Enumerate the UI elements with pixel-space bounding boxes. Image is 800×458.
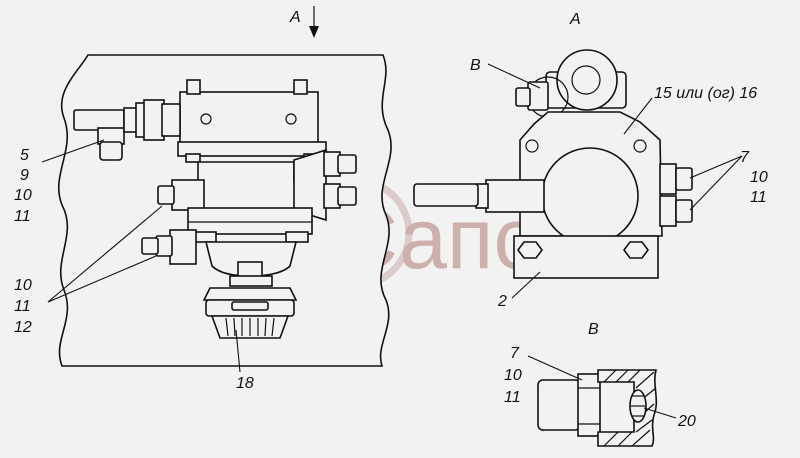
callout-9: 9	[20, 167, 29, 184]
callout-11c: 11	[750, 189, 767, 206]
view-b-title: B	[588, 321, 599, 338]
right-port-block	[293, 148, 327, 222]
callout-10a: 10	[14, 187, 32, 204]
callout-7b: 7	[510, 345, 520, 362]
callout-11d: 11	[504, 389, 521, 406]
callout-18: 18	[236, 375, 254, 392]
view-arrow-a: A	[289, 6, 319, 38]
view-a-left-port	[485, 179, 545, 213]
callout-15-16: 15 или (ог) 16	[654, 85, 757, 102]
callout-11a: 11	[14, 208, 31, 225]
main-view: A	[14, 6, 392, 392]
callout-10d: 10	[504, 367, 522, 384]
callout-10c: 10	[750, 169, 768, 186]
callout-5: 5	[20, 147, 29, 164]
callout-10b: 10	[14, 277, 32, 294]
callout-7a: 7	[740, 149, 750, 166]
callout-20: 20	[677, 413, 696, 430]
mid-flange	[187, 207, 313, 235]
callout-b-marker: B	[470, 57, 481, 74]
view-a-title: A	[569, 11, 581, 28]
tee-fitting	[73, 99, 181, 161]
filter-ribs	[225, 317, 275, 337]
detail-b-housing	[597, 369, 658, 447]
callout-12: 12	[14, 319, 32, 336]
view-a: A B 15 или (ог) 16 7	[413, 11, 768, 310]
valve-body	[189, 161, 309, 211]
left-port-upper	[171, 179, 205, 211]
callout-2: 2	[497, 293, 507, 310]
view-a-diaphragm	[541, 147, 639, 245]
view-arrow-label: A	[289, 9, 301, 26]
callout-11b: 11	[14, 298, 31, 315]
top-port-boss	[556, 49, 618, 111]
view-b: B 7 10 11 20	[504, 321, 696, 447]
detail-b-plug	[537, 379, 581, 431]
